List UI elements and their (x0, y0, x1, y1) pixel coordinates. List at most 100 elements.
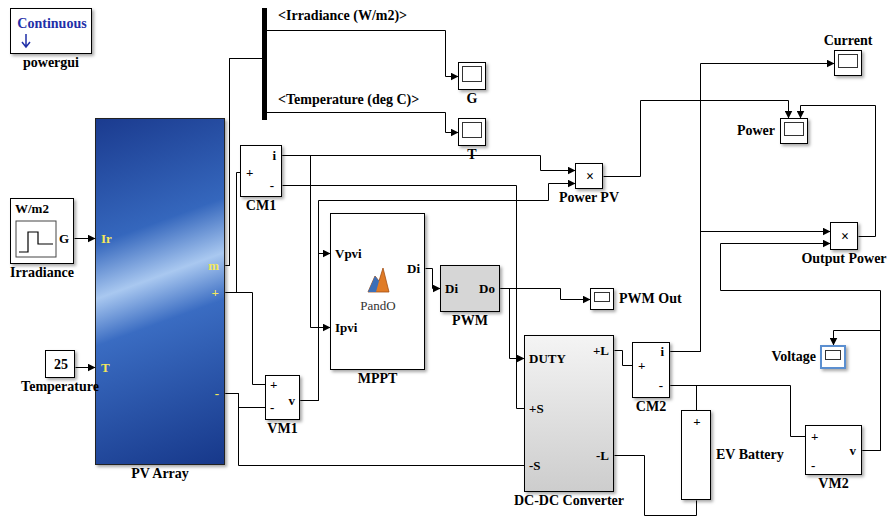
port-label: + (811, 429, 818, 445)
constant-block: 25Temperature (45, 350, 75, 378)
signal-line (501, 289, 525, 359)
port-label: v (850, 443, 857, 459)
product-block: ×Output Power (830, 222, 858, 250)
block-label: MPPT (358, 371, 398, 387)
block-label: PWM Out (619, 291, 682, 307)
physical-connection (615, 351, 633, 366)
port-label: +L (593, 343, 609, 359)
physical-connection (226, 173, 241, 293)
port-label: DUTY (529, 351, 566, 367)
block-label: Power (737, 123, 775, 139)
product-block: ×Power PV (575, 163, 603, 189)
signal-line (301, 254, 331, 401)
port-label: - (215, 386, 219, 402)
block-label: T (467, 147, 476, 163)
signal-line (283, 156, 331, 328)
signal-line (226, 59, 459, 266)
pv-array-block: IrTm+-PV Array (95, 118, 225, 465)
signal-line (226, 31, 459, 266)
signal-label: <Temperature (deg C)> (276, 92, 421, 108)
port-label: - (270, 178, 274, 194)
port-label: -L (596, 448, 609, 464)
port-label: - (811, 458, 815, 474)
port-label: Di (445, 281, 458, 297)
block-label: Output Power (801, 251, 886, 267)
signal-line (721, 244, 881, 451)
port-label: +S (529, 401, 544, 417)
port-label: -S (529, 458, 541, 474)
port-label: - (270, 400, 274, 416)
block-label: Current (824, 33, 873, 49)
signal-builder-icon (16, 221, 56, 257)
block-label: Irradiance (10, 265, 74, 281)
signal-label: <Irradiance (W/m2)> (276, 8, 409, 24)
port-label: × (586, 169, 594, 185)
block-label: VM1 (267, 421, 297, 437)
scope-block: Power (780, 118, 808, 144)
block-label: Voltage (771, 349, 816, 365)
block-label: EV Battery (716, 447, 784, 463)
port-label: i (272, 148, 276, 164)
port-label: Ir (101, 231, 112, 247)
port-label: + (638, 358, 645, 374)
port-label: Do (479, 281, 495, 297)
current-measurement: i+-CM1 (240, 145, 282, 197)
pwm-block: DiDoPWM (440, 265, 500, 312)
bus-selector-bar (262, 8, 267, 120)
block-label: DC-DC Converter (514, 493, 624, 509)
port-label: × (841, 229, 849, 245)
block-label: VM2 (818, 476, 848, 492)
matlab-icon-shade (368, 276, 379, 292)
block-label: G (467, 91, 478, 107)
block-label: Power PV (559, 190, 619, 206)
signal-line (671, 64, 835, 352)
physical-connection (226, 293, 266, 385)
port-label: G (59, 231, 69, 247)
block-label: CM2 (636, 399, 666, 415)
signal-builder: W/m2GIrradiance (10, 198, 74, 264)
signal-line (801, 106, 876, 237)
voltage-measurement: +-vVM1 (265, 375, 300, 420)
signal-line (671, 232, 831, 352)
physical-connection (671, 386, 697, 411)
port-label: Vpvi (335, 246, 362, 262)
signal-line (604, 101, 789, 177)
signal-line (426, 269, 441, 289)
connector-group (75, 31, 881, 516)
block-label: Temperature (21, 379, 99, 395)
block-label: PWM (452, 313, 488, 329)
signal-line (76, 367, 96, 368)
dc-dc-converter: DUTY+S-S+L-LDC-DC Converter (524, 335, 614, 492)
port-label: + (246, 165, 253, 181)
signal-line (283, 156, 576, 171)
matlab-function-block: VpviIpviPandODiMPPT (330, 213, 425, 370)
port-label: + (212, 285, 219, 301)
scope-block: Voltage (820, 345, 846, 369)
block-label: powergui (23, 55, 79, 71)
port-label: PandO (360, 298, 395, 314)
signal-line (75, 238, 96, 239)
port-label: + (270, 377, 277, 393)
block-label: PV Array (131, 466, 189, 482)
port-label: m (208, 258, 219, 274)
scope-block: Current (834, 50, 862, 76)
port-label: v (289, 393, 296, 409)
port-label: - (659, 378, 663, 394)
physical-connection (226, 394, 266, 408)
powergui-arrow-icon (22, 34, 30, 47)
step-waveform (19, 232, 53, 252)
physical-connection (226, 394, 525, 466)
port-label: Di (407, 261, 420, 277)
matlab-icon (368, 268, 389, 292)
scope-block: PWM Out (590, 288, 614, 310)
signal-line (501, 289, 591, 300)
scope-block: G (458, 62, 486, 90)
port-label: 25 (54, 357, 68, 373)
powergui-block: Continuouspowergui (10, 8, 92, 54)
port-label: i (660, 344, 664, 360)
port-label: + (693, 414, 700, 430)
port-label: Continuous (17, 16, 86, 32)
current-measurement: i+-CM2 (632, 342, 670, 398)
port-label: W/m2 (15, 201, 49, 217)
port-label: T (101, 360, 110, 376)
